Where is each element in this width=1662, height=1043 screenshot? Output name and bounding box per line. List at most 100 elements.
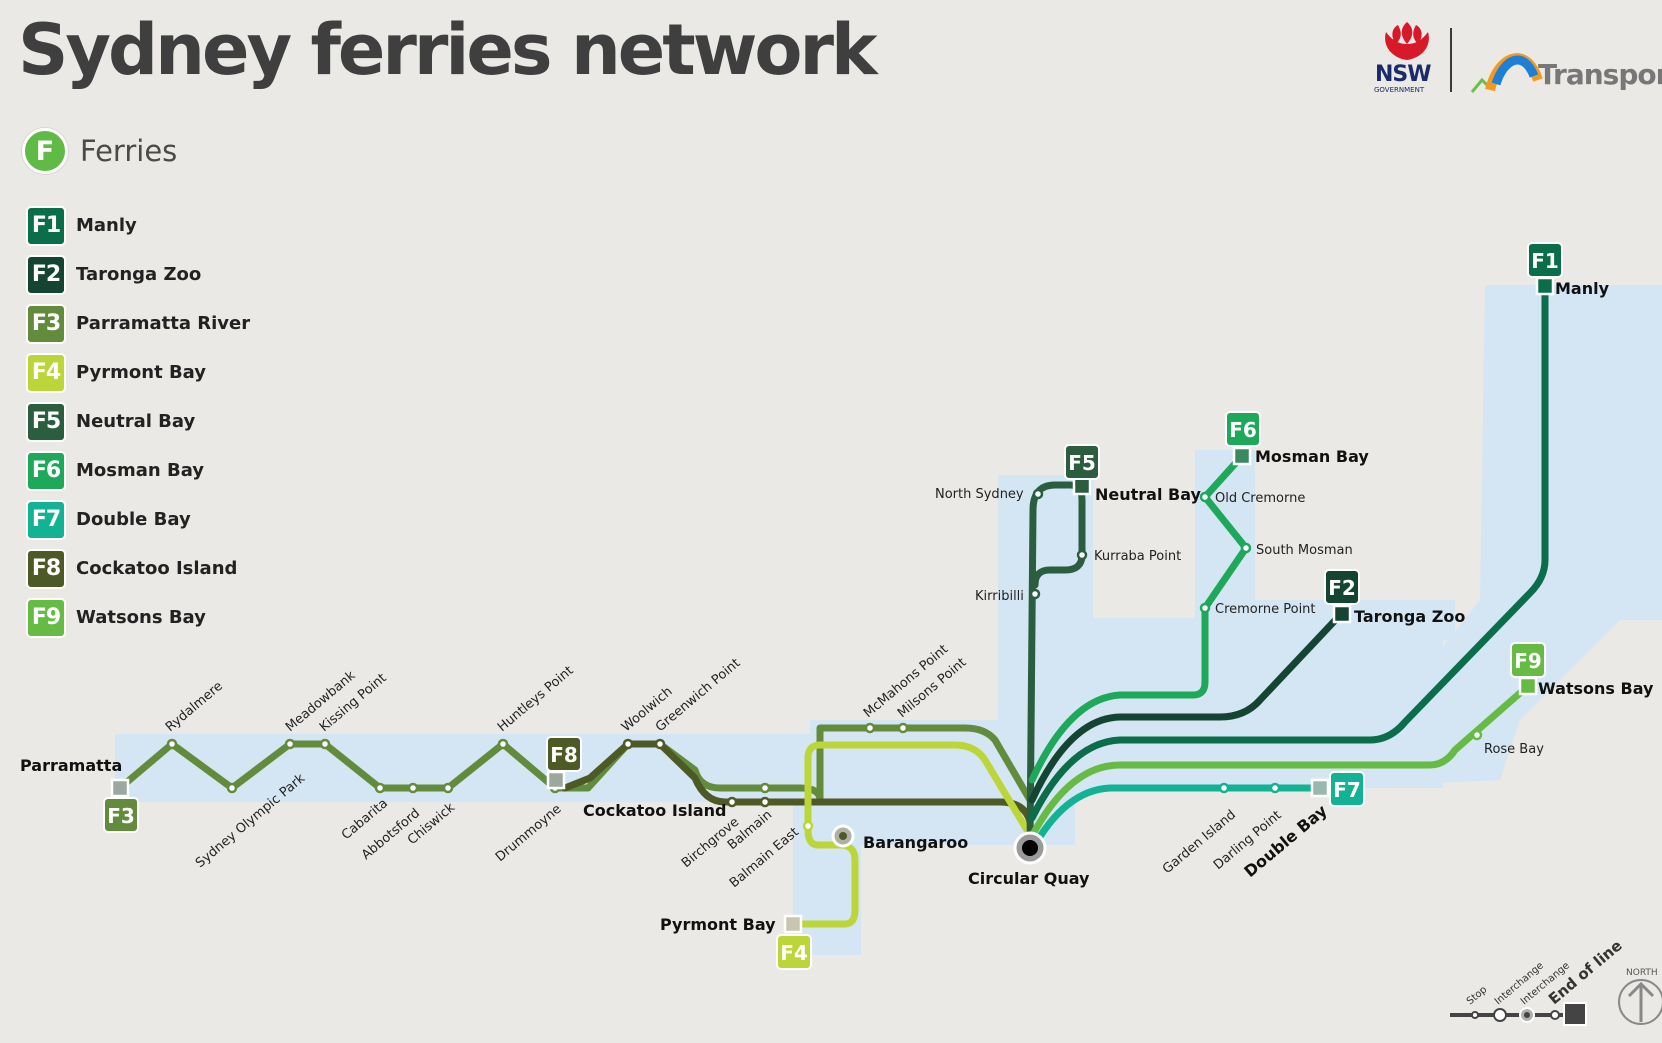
route-line-f4 bbox=[789, 741, 1034, 928]
route-legend: F1 Manly F2 Taronga Zoo F3 Parramatta Ri… bbox=[26, 204, 250, 645]
label-rydalmere: Rydalmere bbox=[163, 679, 226, 735]
route-line-f3 bbox=[116, 724, 1034, 804]
stop-marker bbox=[497, 738, 509, 750]
route-line-f2 bbox=[1028, 609, 1346, 804]
legend-label: Mosman Bay bbox=[76, 460, 205, 481]
label-manly: Manly bbox=[1555, 279, 1610, 298]
route-line-f5 bbox=[1026, 481, 1086, 849]
badge-f6-map-label: F6 bbox=[1229, 418, 1257, 442]
legend-label: Pyrmont Bay bbox=[76, 362, 206, 383]
key-north-label: NORTH bbox=[1626, 968, 1658, 978]
stop-marker bbox=[1032, 488, 1044, 500]
label-barangaroo: Barangaroo bbox=[863, 833, 968, 852]
terminal-marker bbox=[783, 914, 803, 934]
badge-f4-map bbox=[776, 934, 812, 970]
label-circular-quay: Circular Quay bbox=[968, 869, 1090, 888]
label-south-mosman: South Mosman bbox=[1256, 543, 1353, 558]
stop-marker bbox=[1199, 602, 1211, 614]
badge-f1-map-label: F1 bbox=[1531, 249, 1559, 273]
badge-f5-map-label: F5 bbox=[1068, 451, 1096, 475]
legend-item-f6: F6 Mosman Bay bbox=[26, 449, 250, 492]
ferry-mode-icon: F bbox=[22, 128, 68, 174]
stop-marker bbox=[1471, 729, 1483, 741]
badge-f7: F7 bbox=[26, 499, 66, 540]
label-rose-bay: Rose Bay bbox=[1484, 742, 1544, 757]
label-pyrmont-bay: Pyrmont Bay bbox=[660, 915, 776, 934]
key-stop: Stop bbox=[1465, 984, 1489, 1007]
label-watsons-bay: Watsons Bay bbox=[1538, 679, 1654, 698]
stop-marker bbox=[319, 738, 331, 750]
legend-item-f1: F1 Manly bbox=[26, 204, 250, 247]
interchange-markers bbox=[831, 824, 1047, 865]
stop-marker bbox=[374, 782, 386, 794]
terminal-marker bbox=[1518, 676, 1538, 696]
label-mosman-bay: Mosman Bay bbox=[1255, 447, 1369, 466]
stop-marker bbox=[726, 796, 738, 808]
stop-marker bbox=[284, 738, 296, 750]
mode-label: Ferries bbox=[80, 134, 178, 168]
badge-f6-map bbox=[1225, 411, 1261, 447]
label-cockatoo-island: Cockatoo Island bbox=[583, 801, 726, 820]
badge-f6: F6 bbox=[26, 450, 66, 491]
badge-f3: F3 bbox=[26, 303, 66, 344]
legend-label: Neutral Bay bbox=[76, 411, 196, 432]
legend-item-f3: F3 Parramatta River bbox=[26, 302, 250, 345]
stop-marker bbox=[1199, 491, 1211, 503]
terminal-marker bbox=[1332, 604, 1352, 624]
label-cremorne-point: Cremorne Point bbox=[1215, 602, 1316, 617]
stop-marker bbox=[1269, 782, 1281, 794]
badge-f2-map bbox=[1324, 569, 1360, 605]
stop-marker bbox=[1076, 549, 1088, 561]
route-line-f9 bbox=[1028, 682, 1532, 840]
legend-label: Cockatoo Island bbox=[76, 558, 238, 579]
nsw-logo-text: NSW bbox=[1375, 62, 1432, 87]
label-kirribilli: Kirribilli bbox=[975, 589, 1024, 604]
legend-label: Parramatta River bbox=[76, 313, 251, 334]
label-drummoyne: Drummoyne bbox=[493, 802, 565, 865]
badge-f3-map-label: F3 bbox=[107, 804, 135, 828]
stop-marker bbox=[759, 782, 771, 794]
stop-marker bbox=[1029, 588, 1041, 600]
stop-marker bbox=[442, 782, 454, 794]
badge-f4-map-label: F4 bbox=[780, 941, 808, 965]
badge-f5: F5 bbox=[26, 401, 66, 442]
stop-marker bbox=[407, 782, 419, 794]
stop-marker bbox=[897, 722, 909, 734]
badge-f4: F4 bbox=[26, 352, 66, 393]
badge-f5-map bbox=[1064, 444, 1100, 480]
major-stop-labels: Parramatta Cockatoo Island Barangaroo Py… bbox=[20, 279, 1654, 934]
badge-f9: F9 bbox=[26, 597, 66, 638]
transport-logo-icon bbox=[1470, 53, 1543, 93]
stop-marker bbox=[622, 738, 634, 750]
badge-f9-map-label: F9 bbox=[1514, 649, 1542, 673]
badge-f7-map bbox=[1329, 771, 1365, 807]
stop-marker bbox=[166, 738, 178, 750]
legend-label: Manly bbox=[76, 215, 137, 236]
terminal-marker bbox=[110, 778, 130, 798]
legend-item-f5: F5 Neutral Bay bbox=[26, 400, 250, 443]
map-key: Stop Interchange Interchange End of line… bbox=[1450, 936, 1662, 1026]
badge-f1: F1 bbox=[26, 205, 66, 246]
badge-f1-map bbox=[1527, 242, 1563, 278]
badge-f9-map bbox=[1510, 642, 1546, 678]
badge-f3-map bbox=[103, 797, 139, 833]
label-huntleys-point: Huntleys Point bbox=[495, 663, 577, 735]
label-north-sydney: North Sydney bbox=[935, 487, 1024, 502]
badge-f7-map-label: F7 bbox=[1333, 778, 1361, 802]
north-arrow-icon bbox=[1618, 979, 1662, 1025]
route-line-f6 bbox=[1028, 452, 1250, 784]
legend-label: Double Bay bbox=[76, 509, 191, 530]
label-parramatta: Parramatta bbox=[20, 756, 122, 775]
interchange-marker bbox=[839, 832, 847, 840]
stop-marker bbox=[759, 796, 771, 808]
legend-item-f4: F4 Pyrmont Bay bbox=[26, 351, 250, 394]
stop-marker bbox=[654, 738, 666, 750]
logo-separator bbox=[1450, 28, 1452, 92]
stop-marker bbox=[1218, 782, 1230, 794]
legend-item-f8: F8 Cockatoo Island bbox=[26, 547, 250, 590]
stop-markers bbox=[166, 488, 1483, 832]
badge-f8-map bbox=[546, 736, 582, 772]
terminal-marker bbox=[546, 770, 566, 790]
legend-label: Watsons Bay bbox=[76, 607, 206, 628]
